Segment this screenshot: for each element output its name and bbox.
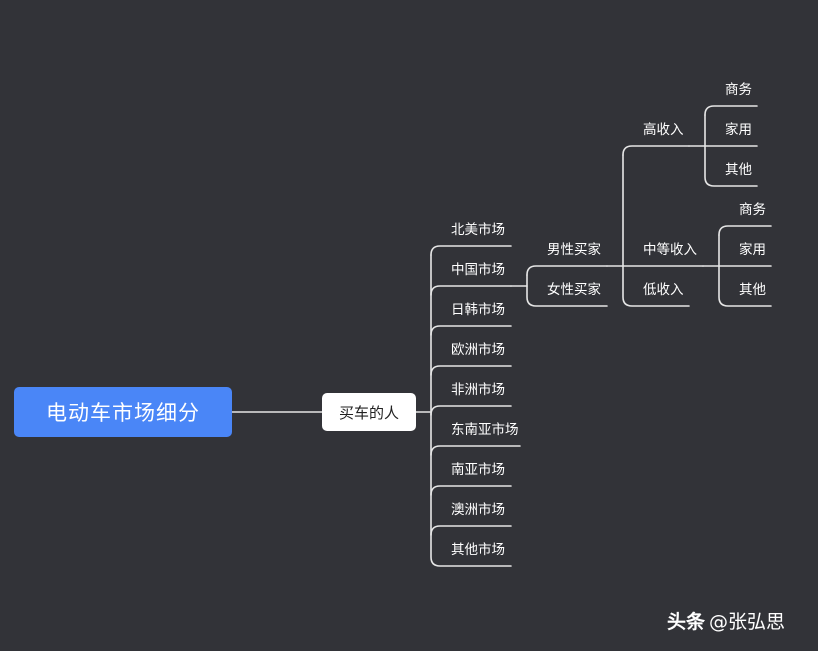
market-node[interactable]: 其他市场: [451, 542, 505, 558]
income-node-middle[interactable]: 中等收入: [643, 242, 697, 258]
market-node[interactable]: 东南亚市场: [451, 422, 519, 438]
watermark-brand: 头条: [667, 611, 706, 633]
use-node[interactable]: 商务: [739, 202, 766, 218]
use-node[interactable]: 家用: [725, 122, 752, 138]
market-node[interactable]: 澳洲市场: [451, 502, 505, 518]
market-node[interactable]: 中国市场: [451, 262, 505, 278]
income-node-high[interactable]: 高收入: [643, 122, 684, 138]
use-node[interactable]: 商务: [725, 82, 752, 98]
watermark: 头条@张弘思: [667, 607, 785, 634]
topic-car-buyers[interactable]: 买车的人: [322, 393, 416, 431]
use-node[interactable]: 家用: [739, 242, 766, 258]
market-node[interactable]: 南亚市场: [451, 462, 505, 478]
market-node[interactable]: 日韩市场: [451, 302, 505, 318]
income-node-low[interactable]: 低收入: [643, 282, 684, 298]
market-node[interactable]: 欧洲市场: [451, 342, 505, 358]
use-node[interactable]: 其他: [739, 282, 766, 298]
market-node[interactable]: 北美市场: [451, 222, 505, 238]
buyer-node-male[interactable]: 男性买家: [547, 242, 601, 258]
watermark-handle: @张弘思: [709, 611, 786, 633]
market-node[interactable]: 非洲市场: [451, 382, 505, 398]
root-topic[interactable]: 电动车市场细分: [14, 387, 232, 437]
buyer-node-female[interactable]: 女性买家: [547, 282, 601, 298]
use-node[interactable]: 其他: [725, 162, 752, 178]
